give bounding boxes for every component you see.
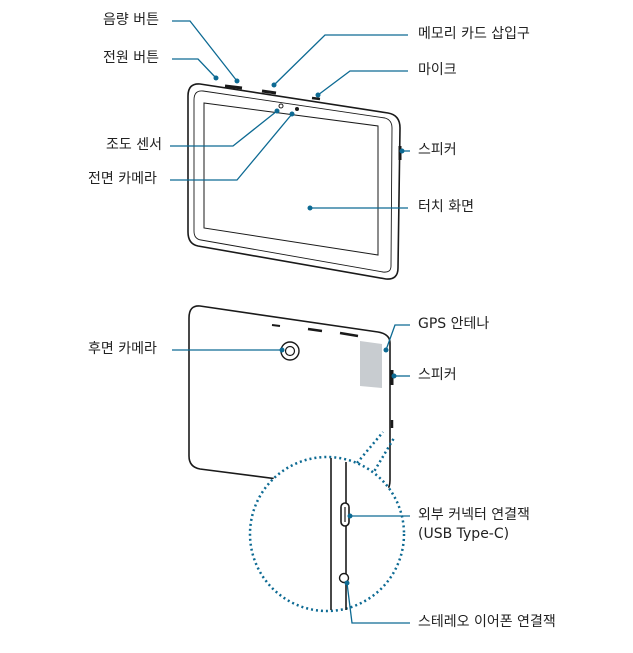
label-external-connector-type: (USB Type-C) <box>418 526 510 542</box>
label-microphone: 마이크 <box>418 62 457 78</box>
label-rear-camera: 후면 카메라 <box>88 341 157 357</box>
label-power-button: 전원 버튼 <box>103 50 159 66</box>
label-light-sensor: 조도 센서 <box>106 137 162 153</box>
label-gps-antenna: GPS 안테나 <box>418 316 490 332</box>
label-memory-card-slot: 메모리 카드 삽입구 <box>418 26 530 42</box>
label-earphone-jack: 스테레오 이어폰 연결잭 <box>418 614 556 630</box>
front-camera-dot <box>295 107 299 111</box>
label-speaker-front: 스피커 <box>418 142 457 158</box>
tablet-front-view <box>187 83 402 280</box>
label-external-connector: 외부 커넥터 연결잭 <box>418 507 530 523</box>
label-front-camera: 전면 카메라 <box>88 171 157 187</box>
label-speaker-back: 스피커 <box>418 367 457 383</box>
leader-dots <box>213 75 405 586</box>
earphone-jack <box>338 572 350 584</box>
zoom-circle <box>248 455 406 613</box>
label-volume-button: 음량 버튼 <box>103 12 159 28</box>
label-touch-screen: 터치 화면 <box>418 199 474 215</box>
zoom-callout <box>248 431 406 613</box>
gps-antenna-area <box>360 341 382 388</box>
leader-lines <box>170 20 410 624</box>
tablet-back-view <box>188 305 394 494</box>
light-sensor-dot <box>278 103 284 109</box>
